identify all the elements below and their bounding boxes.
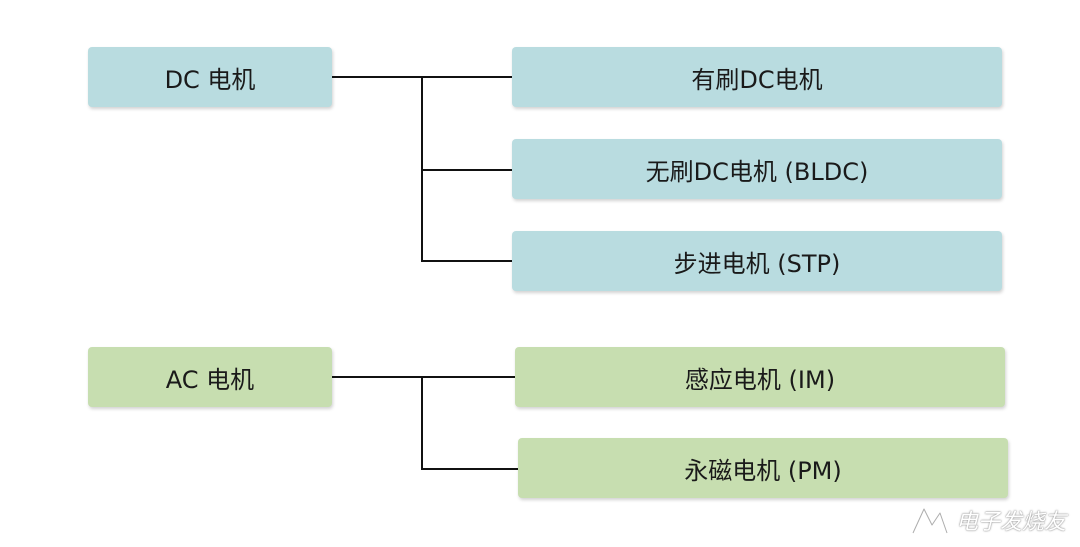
ac-trunk-line [421, 376, 423, 470]
watermark-text: 电子发烧友 [955, 510, 1066, 535]
dc-branch-3-connector [421, 260, 512, 262]
stepper-motor-box: 步进电机 (STP) [512, 231, 1002, 291]
stepper-motor-label: 步进电机 (STP) [673, 249, 841, 278]
dc-motor-root-box: DC 电机 [88, 47, 332, 107]
induction-motor-box: 感应电机 (IM) [515, 347, 1005, 407]
brushed-dc-motor-label: 有刷DC电机 [691, 65, 823, 94]
elecfans-logo-icon [910, 503, 950, 537]
ac-motor-root-label: AC 电机 [165, 365, 255, 394]
bldc-motor-label: 无刷DC电机 (BLDC) [645, 157, 869, 186]
brushed-dc-motor-box: 有刷DC电机 [512, 47, 1002, 107]
bldc-motor-box: 无刷DC电机 (BLDC) [512, 139, 1002, 199]
ac-root-connector [332, 376, 515, 378]
dc-branch-2-connector [421, 169, 512, 171]
watermark: 电子发烧友 [910, 503, 1066, 537]
permanent-magnet-motor-box: 永磁电机 (PM) [518, 438, 1008, 498]
dc-motor-root-label: DC 电机 [164, 65, 256, 94]
permanent-magnet-motor-label: 永磁电机 (PM) [684, 456, 842, 485]
ac-branch-2-connector [421, 468, 518, 470]
ac-motor-root-box: AC 电机 [88, 347, 332, 407]
induction-motor-label: 感应电机 (IM) [684, 365, 836, 394]
